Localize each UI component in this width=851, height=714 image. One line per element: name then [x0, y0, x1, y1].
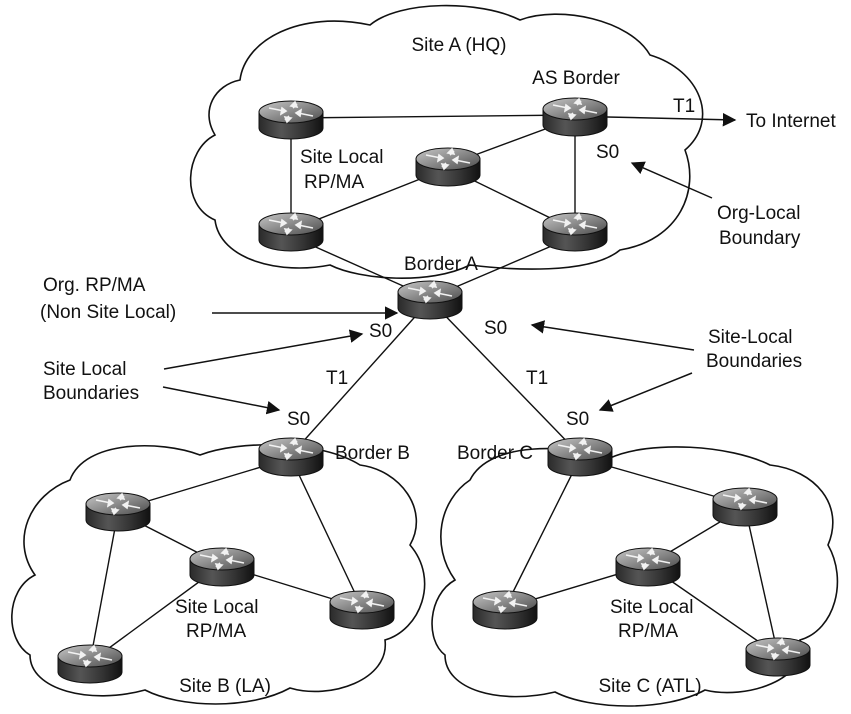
router-site-a-center[interactable]	[415, 147, 481, 187]
router-border-b[interactable]	[258, 437, 324, 477]
router-site-c-right[interactable]	[712, 487, 778, 527]
site-local-rp-a-line1: Site Local	[300, 147, 383, 168]
as-border-label: AS Border	[532, 68, 620, 89]
site-local-rp-c-line2: RP/MA	[618, 621, 679, 642]
org-rp-line2: (Non Site Local)	[40, 302, 176, 323]
border-b-label: Border B	[335, 443, 410, 464]
site-local-boundaries-left-line2: Boundaries	[43, 383, 139, 404]
s0-border-a-left-label: S0	[369, 321, 392, 342]
s0-border-b-label: S0	[287, 409, 310, 430]
to-internet-label: To Internet	[746, 111, 836, 132]
t1-left-label: T1	[326, 368, 348, 389]
t1-right-label: T1	[526, 368, 548, 389]
router-site-c-left[interactable]	[472, 590, 538, 630]
border-a-label: Border A	[404, 254, 478, 275]
site-local-rp-b-line1: Site Local	[175, 597, 258, 618]
site-local-rp-c-line1: Site Local	[610, 597, 693, 618]
site-local-boundaries-right-line2: Boundaries	[706, 351, 802, 372]
router-site-local-rp-a[interactable]	[258, 212, 324, 252]
site-local-rp-a-line2: RP/MA	[304, 172, 365, 193]
s0-border-a-right-label: S0	[484, 318, 507, 339]
org-local-boundary-line2: Boundary	[719, 228, 801, 249]
org-local-boundary-line1: Org-Local	[717, 203, 800, 224]
router-site-a-bottom-right[interactable]	[542, 212, 608, 252]
router-as-border[interactable]	[542, 97, 608, 137]
router-site-b-right[interactable]	[329, 590, 395, 630]
router-border-c[interactable]	[547, 437, 613, 477]
router-site-c-bottom-right[interactable]	[745, 637, 811, 677]
site-local-rp-b-line2: RP/MA	[186, 621, 247, 642]
router-site-local-rp-b[interactable]	[189, 547, 255, 587]
router-site-local-rp-c[interactable]	[615, 547, 681, 587]
org-rp-line1: Org. RP/MA	[43, 275, 146, 296]
site-a-label: Site A (HQ)	[411, 35, 506, 56]
router-site-b-bottom-left[interactable]	[57, 644, 123, 684]
border-c-label: Border C	[457, 443, 533, 464]
t1-internet-label: T1	[673, 96, 695, 117]
s0-as-border-label: S0	[596, 142, 619, 163]
s0-border-c-label: S0	[566, 409, 589, 430]
site-local-boundaries-right-line1: Site-Local	[708, 327, 793, 348]
arrows	[162, 112, 737, 415]
router-border-a[interactable]	[397, 280, 463, 320]
router-site-b-left[interactable]	[85, 492, 151, 532]
site-local-boundaries-left-line1: Site Local	[43, 359, 126, 380]
site-b-label: Site B (LA)	[179, 676, 271, 697]
site-c-label: Site C (ATL)	[598, 676, 701, 697]
router-site-a-top-left[interactable]	[258, 100, 324, 140]
